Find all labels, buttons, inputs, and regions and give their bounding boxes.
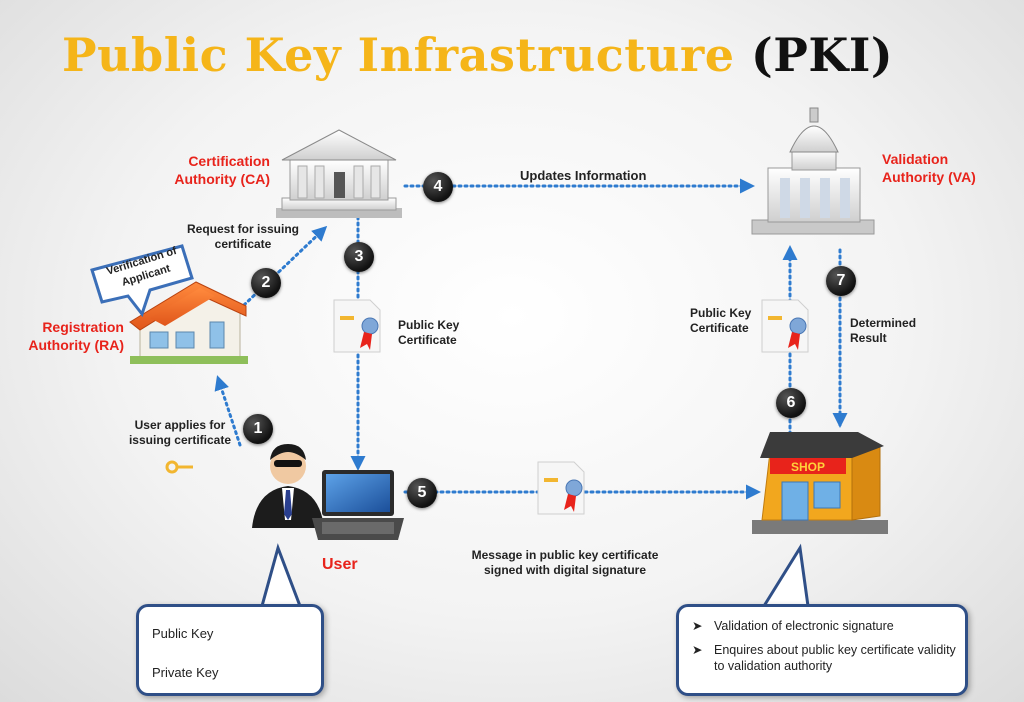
shop-icon: [752, 432, 888, 534]
certificate-icon-ca: [333, 299, 381, 353]
arrow-step-1: [214, 375, 242, 447]
step-badge-5: 5: [407, 478, 437, 508]
arrow-bullet-icon: ➤: [692, 643, 703, 657]
laptop-icon: [312, 470, 404, 540]
key-icon-small: [165, 460, 193, 474]
ca-label: Certification Authority (CA): [174, 153, 270, 187]
ra-label: Registration Authority (RA): [28, 319, 124, 353]
title-abbr: (PKI): [751, 28, 894, 82]
user-person-icon: [252, 444, 324, 528]
ra-speech-bubble: [90, 244, 194, 318]
shop-callout-item: ➤ Validation of electronic signature: [692, 618, 956, 634]
public-key-label: Public Key: [152, 626, 214, 641]
va-label: Validation Authority (VA): [882, 151, 976, 185]
step-6-label: Public Key Certificate: [690, 306, 752, 335]
user-callout-tail: [260, 543, 303, 608]
va-building-icon: [751, 107, 875, 235]
ra-house-icon: [129, 281, 248, 364]
private-key-label: Private Key: [152, 665, 219, 680]
shop-validation-callout: [676, 604, 968, 696]
step-7-label: Determined Result: [850, 316, 917, 345]
user-keys-callout: [136, 604, 324, 696]
ca-building-icon: [276, 129, 402, 218]
shop-callout-item-text: Enquires about public key certificate va…: [714, 643, 956, 673]
step-4-label: Updates Information: [520, 168, 647, 183]
step-badge-4: 4: [423, 172, 453, 202]
step-badge-1: 1: [243, 414, 273, 444]
step-2-label: Request for issuing certificate: [186, 222, 299, 251]
flow-arrows: [214, 178, 848, 500]
shop-callout-tail: [761, 543, 810, 608]
shop-callout-item-text: Validation of electronic signature: [714, 619, 894, 633]
step-1-label: User applies for issuing certificate: [128, 418, 232, 447]
step-badge-6: 6: [776, 388, 806, 418]
page-title: Public Key Infrastructure (PKI): [62, 28, 962, 82]
step-badge-2: 2: [251, 268, 281, 298]
shop-callout-bullets: ➤ Validation of electronic signature ➤ E…: [692, 618, 956, 682]
shop-sign-text: SHOP: [791, 460, 825, 474]
step-badge-3: 3: [344, 242, 374, 272]
step-5-label: Message in public key certificate signed…: [471, 548, 659, 577]
step-badge-7: 7: [826, 266, 856, 296]
certificate-icon-message: [537, 461, 585, 515]
arrow-bullet-icon: ➤: [692, 619, 703, 633]
user-label: User: [322, 556, 358, 573]
step-3-label: Public Key Certificate: [398, 318, 460, 347]
shop-callout-item: ➤ Enquires about public key certificate …: [692, 642, 956, 674]
title-main: Public Key Infrastructure: [62, 28, 735, 82]
certificate-icon-va: [761, 299, 809, 353]
